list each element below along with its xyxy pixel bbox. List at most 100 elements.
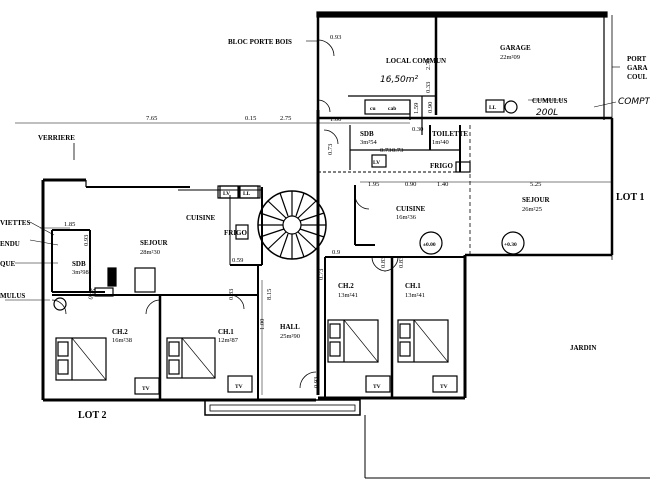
dim-090-top: 0.90 bbox=[427, 102, 434, 113]
dim-083c: 0.83 bbox=[228, 289, 235, 300]
local-commun-area: 16,50m² bbox=[380, 75, 419, 85]
sdb-left-area: 3m²98 bbox=[72, 269, 89, 276]
ch1-right-label: CH.1 bbox=[405, 282, 421, 290]
local-commun-label: LOCAL COMMUN bbox=[386, 57, 446, 65]
frigo-left-label: FRIGO bbox=[224, 229, 248, 237]
dim-083a: 0.83 bbox=[380, 257, 387, 268]
tv-mark: TV bbox=[373, 384, 381, 390]
lv-box bbox=[371, 154, 387, 168]
lv-mark: LV bbox=[373, 160, 380, 166]
hall-label: HALL bbox=[280, 323, 300, 331]
hall-area: 25m²90 bbox=[280, 333, 300, 340]
sejour-left-label: SEJOUR bbox=[140, 239, 169, 247]
left-label-que: QUE bbox=[0, 260, 16, 268]
garage-top-wall bbox=[316, 11, 608, 18]
ch2-right-label: CH.2 bbox=[338, 282, 354, 290]
sejour-right-area: 26m²25 bbox=[522, 206, 542, 213]
frigo-box bbox=[455, 161, 471, 173]
balcony-inner bbox=[209, 404, 356, 412]
bed-ch2-left bbox=[55, 337, 107, 381]
bloc-porte-bois-label: BLOC PORTE BOIS bbox=[228, 38, 292, 46]
ll-box bbox=[485, 99, 505, 113]
dim-765: 7.65 bbox=[146, 115, 157, 122]
jardin-label: JARDIN bbox=[570, 344, 596, 352]
lot1-label: LOT 1 bbox=[616, 192, 644, 203]
frigo-right-label: FRIGO bbox=[430, 162, 454, 170]
dim-030: 0.30 bbox=[412, 126, 423, 133]
level-plus-mark: +0.30 bbox=[504, 242, 517, 248]
garage-area: 22m²09 bbox=[500, 54, 520, 61]
tv-mark: TV bbox=[440, 384, 448, 390]
dim-140: 1.40 bbox=[437, 181, 448, 188]
dim-09: 0.9 bbox=[332, 249, 340, 256]
tv-mark: TV bbox=[235, 384, 243, 390]
doorframe bbox=[94, 287, 114, 297]
door-swing bbox=[354, 194, 370, 210]
door-swing bbox=[317, 99, 331, 113]
dim-073a: 0.73 bbox=[327, 144, 334, 155]
door-swing bbox=[145, 299, 161, 315]
left-label-mulus: MULUS bbox=[0, 292, 25, 300]
sejour-left-area: 28m²30 bbox=[140, 249, 160, 256]
dim-059: 0.59 bbox=[232, 257, 243, 264]
sdb-top-label: SDB bbox=[360, 130, 374, 138]
dim-093-top: 0.93 bbox=[330, 34, 341, 41]
cumulus-circle-left bbox=[53, 297, 67, 311]
tv-box bbox=[432, 375, 458, 393]
garage-label: GARAGE bbox=[500, 44, 531, 52]
door-swing bbox=[229, 294, 245, 310]
spiral-staircase bbox=[257, 190, 327, 260]
bed-ch2-right bbox=[327, 319, 379, 363]
cu-mark: cu bbox=[370, 106, 376, 112]
ch2-left-label: CH.2 bbox=[112, 328, 128, 336]
cabinet-sejour bbox=[134, 267, 156, 293]
dim-090: 0.90 bbox=[405, 181, 416, 188]
door-swing bbox=[51, 299, 67, 315]
door-swing bbox=[323, 129, 339, 145]
dim-073b: 0.73 bbox=[392, 147, 403, 154]
leader-line bbox=[593, 101, 617, 108]
porte-garage-label-2: GARA bbox=[627, 64, 648, 72]
dim-278: 2.78 bbox=[425, 59, 432, 70]
sdb-top-area: 3m²54 bbox=[360, 139, 378, 146]
dim-525: 5.25 bbox=[530, 181, 541, 188]
dim-083b: 0.83 bbox=[398, 257, 405, 268]
ch1-left-label: CH.1 bbox=[218, 328, 234, 336]
porte-garage-label-3: COUL bbox=[627, 73, 648, 81]
level-marker-cuisine bbox=[419, 231, 443, 255]
dim-100-hall: 1.00 bbox=[259, 319, 266, 330]
ll-box bbox=[239, 185, 259, 199]
door-swing bbox=[299, 371, 317, 389]
sejour-column bbox=[107, 267, 117, 287]
toilette-area: 1m²40 bbox=[432, 139, 449, 146]
dim-815: 8.15 bbox=[266, 289, 273, 300]
dim-100: 1.00 bbox=[330, 116, 341, 123]
leader-line bbox=[29, 221, 55, 236]
compteur-label: COMPT bbox=[618, 97, 650, 107]
tv-box bbox=[227, 375, 253, 393]
cumulus-circle bbox=[504, 100, 518, 114]
toilette-label: TOILETTE bbox=[432, 130, 468, 138]
dim-015: 0.15 bbox=[245, 115, 256, 122]
sdb-left-label: SDB bbox=[72, 260, 86, 268]
door-swing bbox=[383, 256, 399, 272]
balcony bbox=[204, 399, 361, 416]
leader-line bbox=[29, 239, 59, 246]
cuisine-right-label: CUISINE bbox=[396, 205, 426, 213]
bed-ch1-right bbox=[397, 319, 449, 363]
dim-093-left: 0.93 bbox=[83, 235, 90, 246]
porte-garage-label-1: PORT bbox=[627, 55, 647, 63]
dim-195: 1.95 bbox=[368, 181, 379, 188]
dim-185: 1.85 bbox=[64, 221, 75, 228]
ch1-left-area: 12m²87 bbox=[218, 337, 239, 344]
tv-mark: TV bbox=[142, 386, 150, 392]
level-marker-sejour bbox=[501, 231, 525, 255]
door-swing bbox=[317, 39, 335, 57]
dim-075: 0.75 bbox=[87, 288, 97, 301]
cab-mark: cab bbox=[388, 106, 396, 112]
cuisine-right-area: 16m²36 bbox=[396, 214, 417, 221]
frigo-box bbox=[235, 224, 249, 240]
lv-box bbox=[219, 185, 239, 199]
dim-159: 1.59 bbox=[413, 103, 420, 114]
